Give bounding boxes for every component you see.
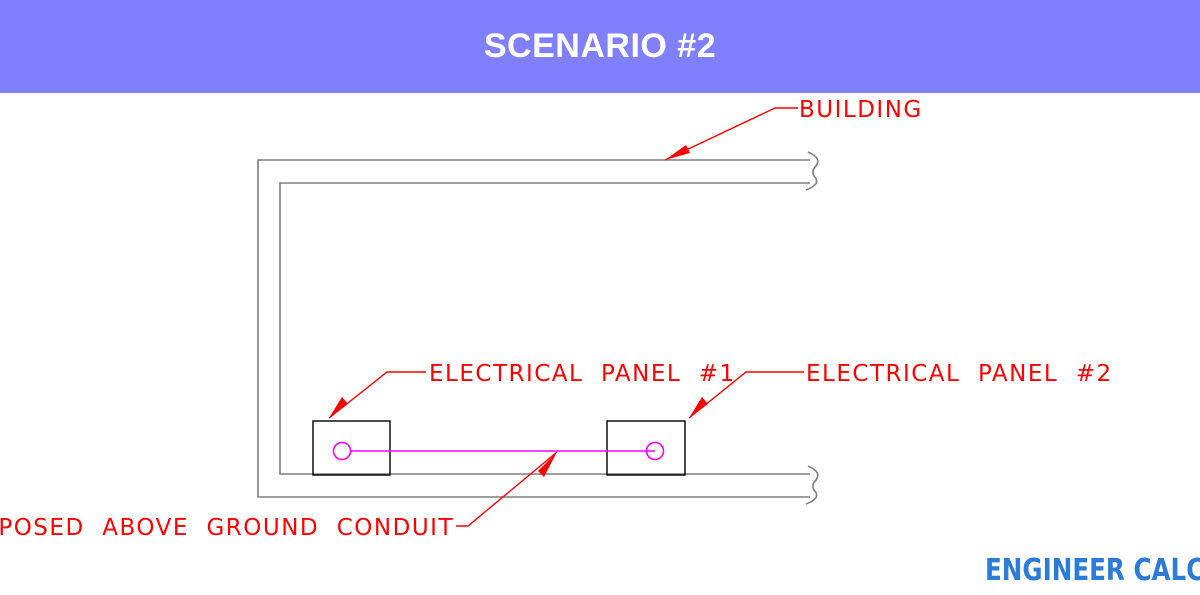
page-title: SCENARIO #2	[483, 27, 717, 65]
header-banner: SCENARIO #2	[0, 0, 1200, 93]
conduit-leader	[456, 451, 558, 527]
electrical-panel-1	[312, 420, 391, 476]
building-label: BUILDING	[799, 97, 923, 123]
conduit-end-panel-1	[332, 441, 352, 461]
building-bottom-break-icon	[805, 465, 819, 505]
building-leader	[664, 107, 798, 161]
building-outer-wall	[257, 159, 810, 498]
building-top-break-icon	[805, 151, 819, 191]
panel-2-leader	[688, 371, 804, 419]
electrical-panel-2	[606, 420, 686, 476]
conduit-label: EXPOSED ABOVE GROUND CONDUIT	[0, 515, 454, 541]
panel-2-arrow-icon	[689, 397, 708, 418]
engineer-calcs-logo: ENGINEER CALCS	[985, 553, 1200, 588]
panel-2-label: ELECTRICAL PANEL #2	[806, 361, 1113, 387]
panel-1-label: ELECTRICAL PANEL #1	[429, 361, 736, 387]
conduit-arrow-icon	[538, 452, 557, 477]
building-arrow-icon	[665, 145, 690, 160]
leader-arrowheads	[329, 145, 708, 477]
leader-lines	[328, 107, 804, 527]
panel-1-leader	[328, 371, 426, 419]
conduit-end-panel-2	[645, 441, 665, 461]
panel-1-arrow-icon	[329, 397, 348, 418]
building-inner-wall	[279, 182, 810, 475]
conduit	[332, 441, 665, 461]
